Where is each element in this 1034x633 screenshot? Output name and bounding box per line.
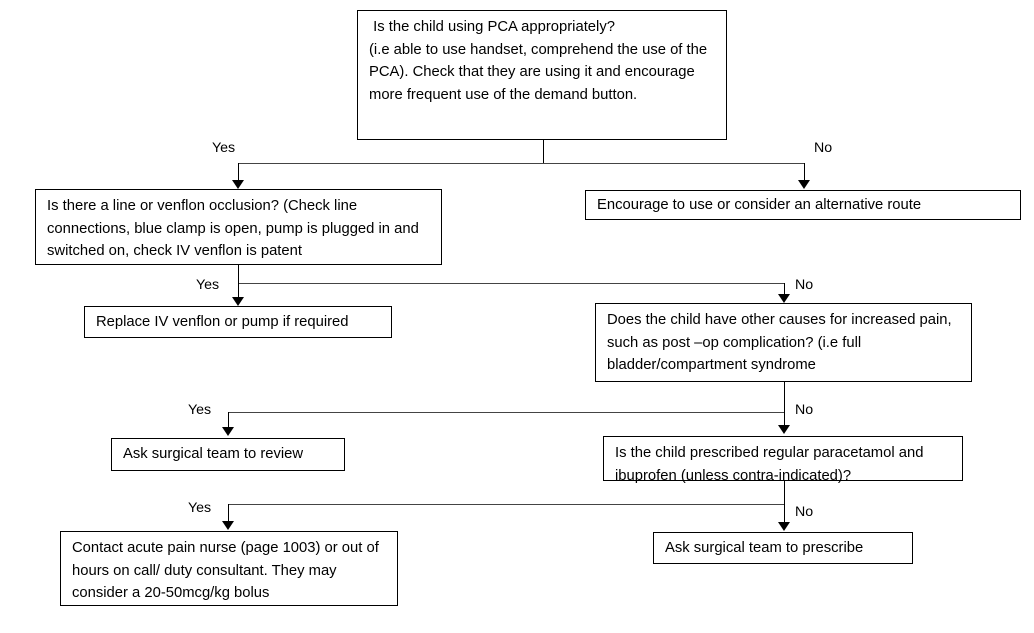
node-action-replace-venflon: Replace IV venflon or pump if required [84,306,392,338]
edge-label-no-1: No [814,140,833,156]
connector-root-stem [543,140,544,163]
edge-label-no-4: No [795,504,814,520]
connector-level4-yes [228,504,229,522]
edge-label-yes-4: Yes [188,500,212,516]
arrowhead-level2-no-icon [778,294,790,303]
arrowhead-level4-yes-icon [222,521,234,530]
arrowhead-level1-no-icon [798,180,810,189]
connector-split-level1 [238,163,805,164]
arrowhead-level3-yes-icon [222,427,234,436]
connector-level4-no [784,504,785,523]
connector-level1-no [804,163,805,181]
connector-level3-yes [228,412,229,428]
connector-split-level4 [228,504,784,505]
edge-label-yes-3: Yes [188,402,212,418]
node-question-paracetamol-ibuprofen: Is the child prescribed regular paraceta… [603,436,963,484]
node-action-alternative-route: Encourage to use or consider an alternat… [585,190,1021,220]
node-action-surgical-prescribe: Ask surgical team to prescribe [653,532,913,564]
node-action-surgical-review: Ask surgical team to review [111,438,345,471]
node-question-line-occlusion: Is there a line or venflon occlusion? (C… [35,189,442,265]
connector-level3-stem [784,382,785,412]
arrowhead-level3-no-icon [778,425,790,434]
edge-label-yes-1: Yes [212,140,236,156]
node-question-pca-use: Is the child using PCA appropriately? (i… [357,10,727,140]
node-question-other-causes: Does the child have other causes for inc… [595,303,972,382]
connector-level4-stem [784,481,785,504]
arrowhead-level2-yes-icon [232,297,244,306]
edge-label-no-3: No [795,402,814,418]
connector-level1-yes [238,163,239,181]
connector-level2-stem [238,265,239,283]
connector-level2-yes [238,283,239,298]
arrowhead-level1-yes-icon [232,180,244,189]
arrowhead-level4-no-icon [778,522,790,531]
connector-level2-no [784,283,785,295]
node-action-contact-pain-nurse: Contact acute pain nurse (page 1003) or … [60,531,398,606]
connector-split-level2 [238,283,784,284]
edge-label-no-2: No [795,277,814,293]
edge-label-yes-2: Yes [196,277,220,293]
connector-split-level3 [228,412,784,413]
connector-level3-no [784,412,785,426]
